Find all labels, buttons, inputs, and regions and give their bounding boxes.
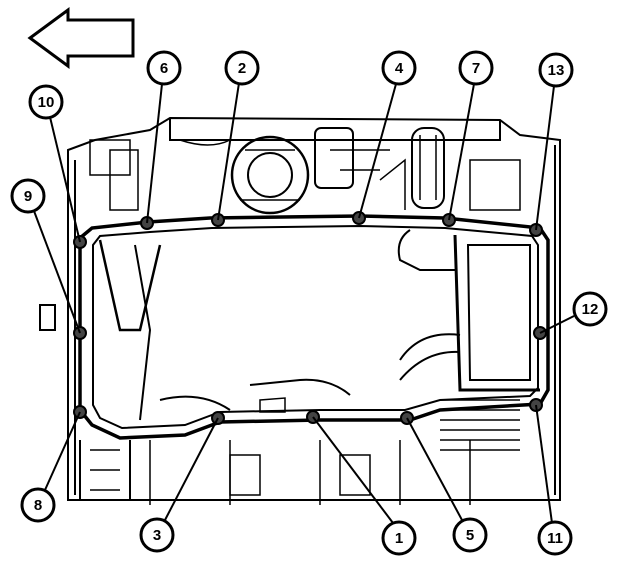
callout-12: 12 bbox=[572, 291, 608, 327]
svg-text:7: 7 bbox=[472, 60, 480, 77]
svg-text:4: 4 bbox=[395, 60, 404, 77]
callout-6: 6 bbox=[146, 50, 182, 86]
callout-9: 9 bbox=[10, 178, 46, 214]
svg-text:9: 9 bbox=[24, 188, 32, 205]
svg-text:2: 2 bbox=[238, 60, 246, 77]
bolt-markers bbox=[73, 211, 547, 425]
svg-text:6: 6 bbox=[160, 60, 168, 77]
callout-4: 4 bbox=[381, 50, 417, 86]
svg-text:5: 5 bbox=[466, 527, 474, 544]
oil-pan-gasket bbox=[78, 214, 550, 440]
callout-7: 7 bbox=[458, 50, 494, 86]
callout-10: 10 bbox=[28, 84, 64, 120]
callout-8: 8 bbox=[20, 487, 56, 523]
svg-text:3: 3 bbox=[153, 527, 161, 544]
callout-leader-lines bbox=[33, 82, 575, 524]
svg-text:12: 12 bbox=[582, 301, 599, 318]
engine-block-outline bbox=[39, 116, 561, 505]
svg-text:1: 1 bbox=[395, 530, 403, 547]
svg-text:13: 13 bbox=[548, 62, 565, 79]
callout-2: 2 bbox=[224, 50, 260, 86]
callout-11: 11 bbox=[537, 520, 573, 556]
callout-13: 13 bbox=[538, 52, 574, 88]
svg-text:8: 8 bbox=[34, 497, 42, 514]
svg-text:10: 10 bbox=[38, 94, 55, 111]
callout-5: 5 bbox=[452, 517, 488, 553]
svg-text:11: 11 bbox=[547, 530, 563, 547]
callout-1: 1 bbox=[381, 520, 417, 556]
callout-3: 3 bbox=[139, 517, 175, 553]
front-direction-arrow-icon bbox=[27, 7, 135, 69]
